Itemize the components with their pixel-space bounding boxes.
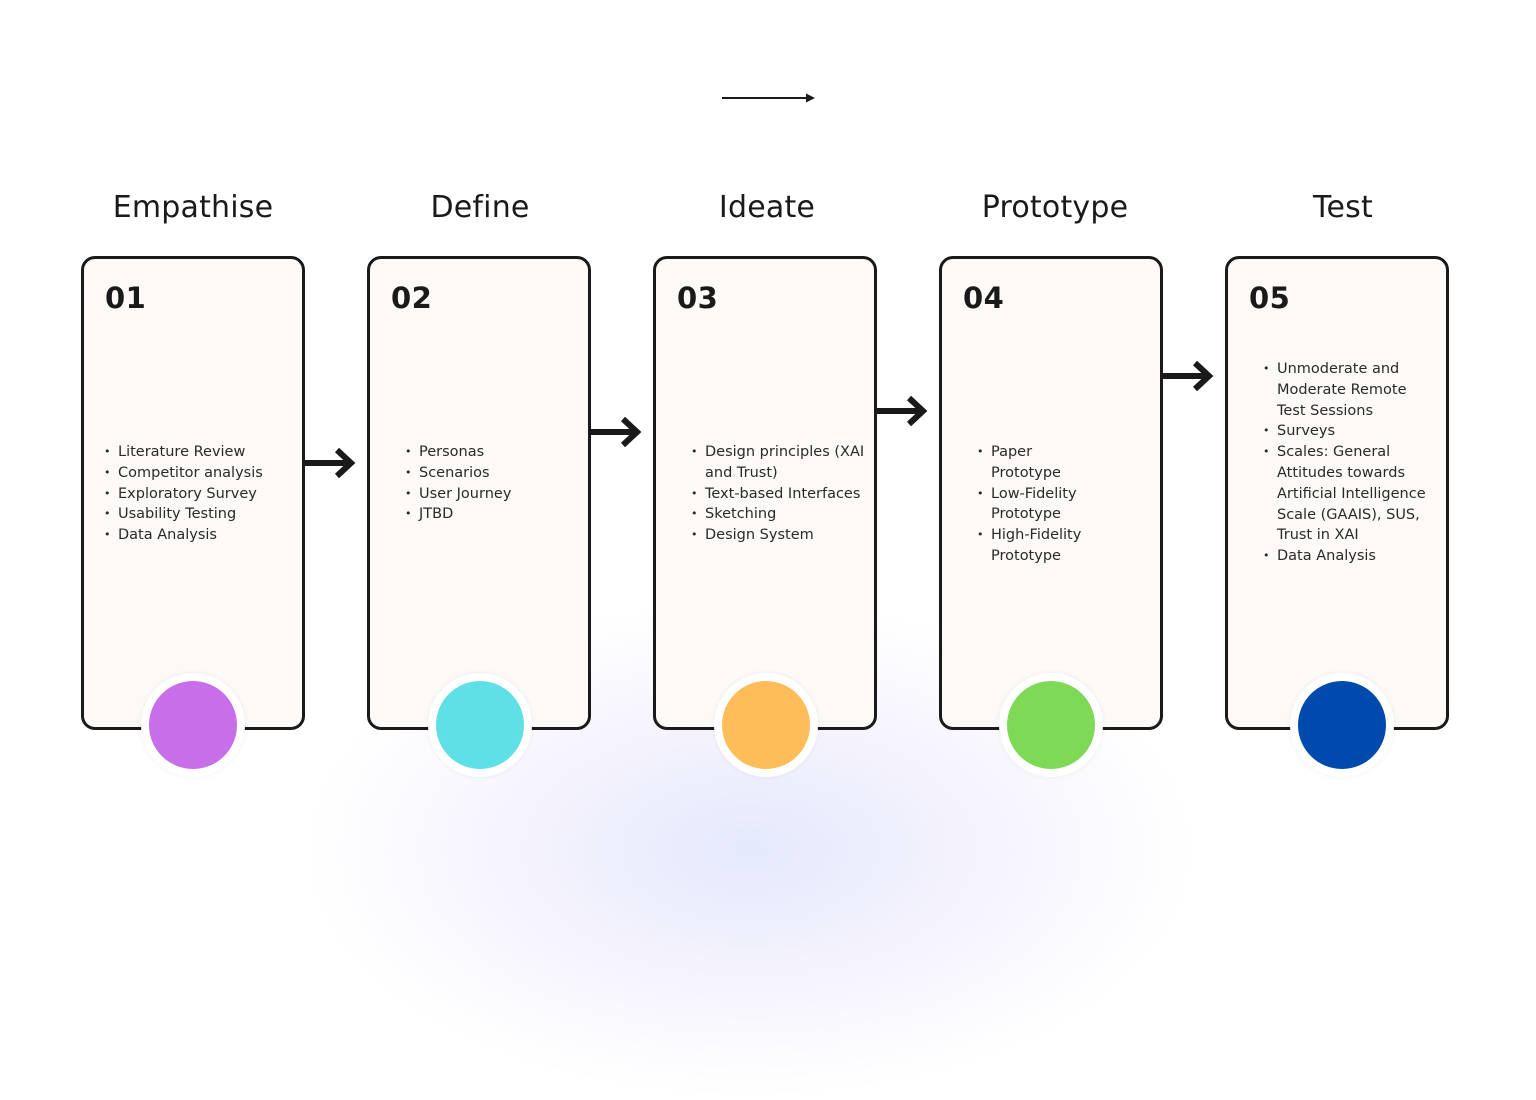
connector-arrow-icon: [591, 416, 642, 448]
stage-marker-empathise: [141, 673, 245, 777]
connector-arrow-icon: [877, 395, 928, 427]
stage-number: 02: [391, 281, 433, 315]
stage-title-define: Define: [430, 190, 530, 225]
stage-item-list: Paper Prototype Low-Fidelity Prototype H…: [977, 442, 1100, 567]
connector-arrow-icon: [1163, 360, 1214, 392]
stage-title-prototype: Prototype: [981, 190, 1129, 225]
stage-item-list: Unmoderate and Moderate Remote Test Sess…: [1263, 359, 1430, 567]
list-item: Exploratory Survey: [104, 484, 292, 505]
stage-title-ideate: Ideate: [718, 190, 816, 225]
stage-card-test: 05 Unmoderate and Moderate Remote Test S…: [1225, 256, 1449, 730]
list-item: Text-based Interfaces: [691, 484, 866, 505]
stage-marker-ideate: [714, 673, 818, 777]
list-item: User Journey: [405, 484, 578, 505]
list-item: Scales: General Attitudes towards Artifi…: [1263, 442, 1430, 546]
stage-title-empathise: Empathise: [112, 190, 274, 225]
list-item: Literature Review: [104, 442, 292, 463]
stage-card-prototype: 04 Paper Prototype Low-Fidelity Prototyp…: [939, 256, 1163, 730]
list-item: Competitor analysis: [104, 463, 292, 484]
list-item: High-Fidelity Prototype: [977, 525, 1100, 567]
stage-color-dot: [436, 681, 524, 769]
stage-item-list: Design principles (XAI and Trust) Text-b…: [691, 442, 866, 546]
list-item: Data Analysis: [1263, 546, 1430, 567]
list-item: Unmoderate and Moderate Remote Test Sess…: [1263, 359, 1430, 421]
stage-card-ideate: 03 Design principles (XAI and Trust) Tex…: [653, 256, 877, 730]
list-item: Scenarios: [405, 463, 578, 484]
stage-color-dot: [1298, 681, 1386, 769]
stage-color-dot: [722, 681, 810, 769]
list-item: Design System: [691, 525, 866, 546]
connector-arrow-icon: [305, 447, 356, 479]
stage-item-list: Personas Scenarios User Journey JTBD: [405, 442, 578, 525]
stage-number: 04: [963, 281, 1005, 315]
list-item: JTBD: [405, 504, 578, 525]
stage-title-test: Test: [1313, 190, 1373, 225]
list-item: Data Analysis: [104, 525, 292, 546]
stage-number: 03: [677, 281, 719, 315]
stage-marker-prototype: [999, 673, 1103, 777]
stage-color-dot: [1007, 681, 1095, 769]
stage-card-empathise: 01 Literature Review Competitor analysis…: [81, 256, 305, 730]
list-item: Paper Prototype: [977, 442, 1100, 484]
stage-number: 01: [105, 281, 147, 315]
list-item: Sketching: [691, 504, 866, 525]
top-arrow-icon: [722, 93, 815, 103]
stage-marker-test: [1290, 673, 1394, 777]
list-item: Personas: [405, 442, 578, 463]
list-item: Usability Testing: [104, 504, 292, 525]
stage-card-define: 02 Personas Scenarios User Journey JTBD: [367, 256, 591, 730]
stage-number: 05: [1249, 281, 1291, 315]
list-item: Surveys: [1263, 421, 1430, 442]
stage-item-list: Literature Review Competitor analysis Ex…: [104, 442, 292, 546]
stage-marker-define: [428, 673, 532, 777]
stage-color-dot: [149, 681, 237, 769]
list-item: Low-Fidelity Prototype: [977, 484, 1100, 526]
list-item: Design principles (XAI and Trust): [691, 442, 866, 484]
